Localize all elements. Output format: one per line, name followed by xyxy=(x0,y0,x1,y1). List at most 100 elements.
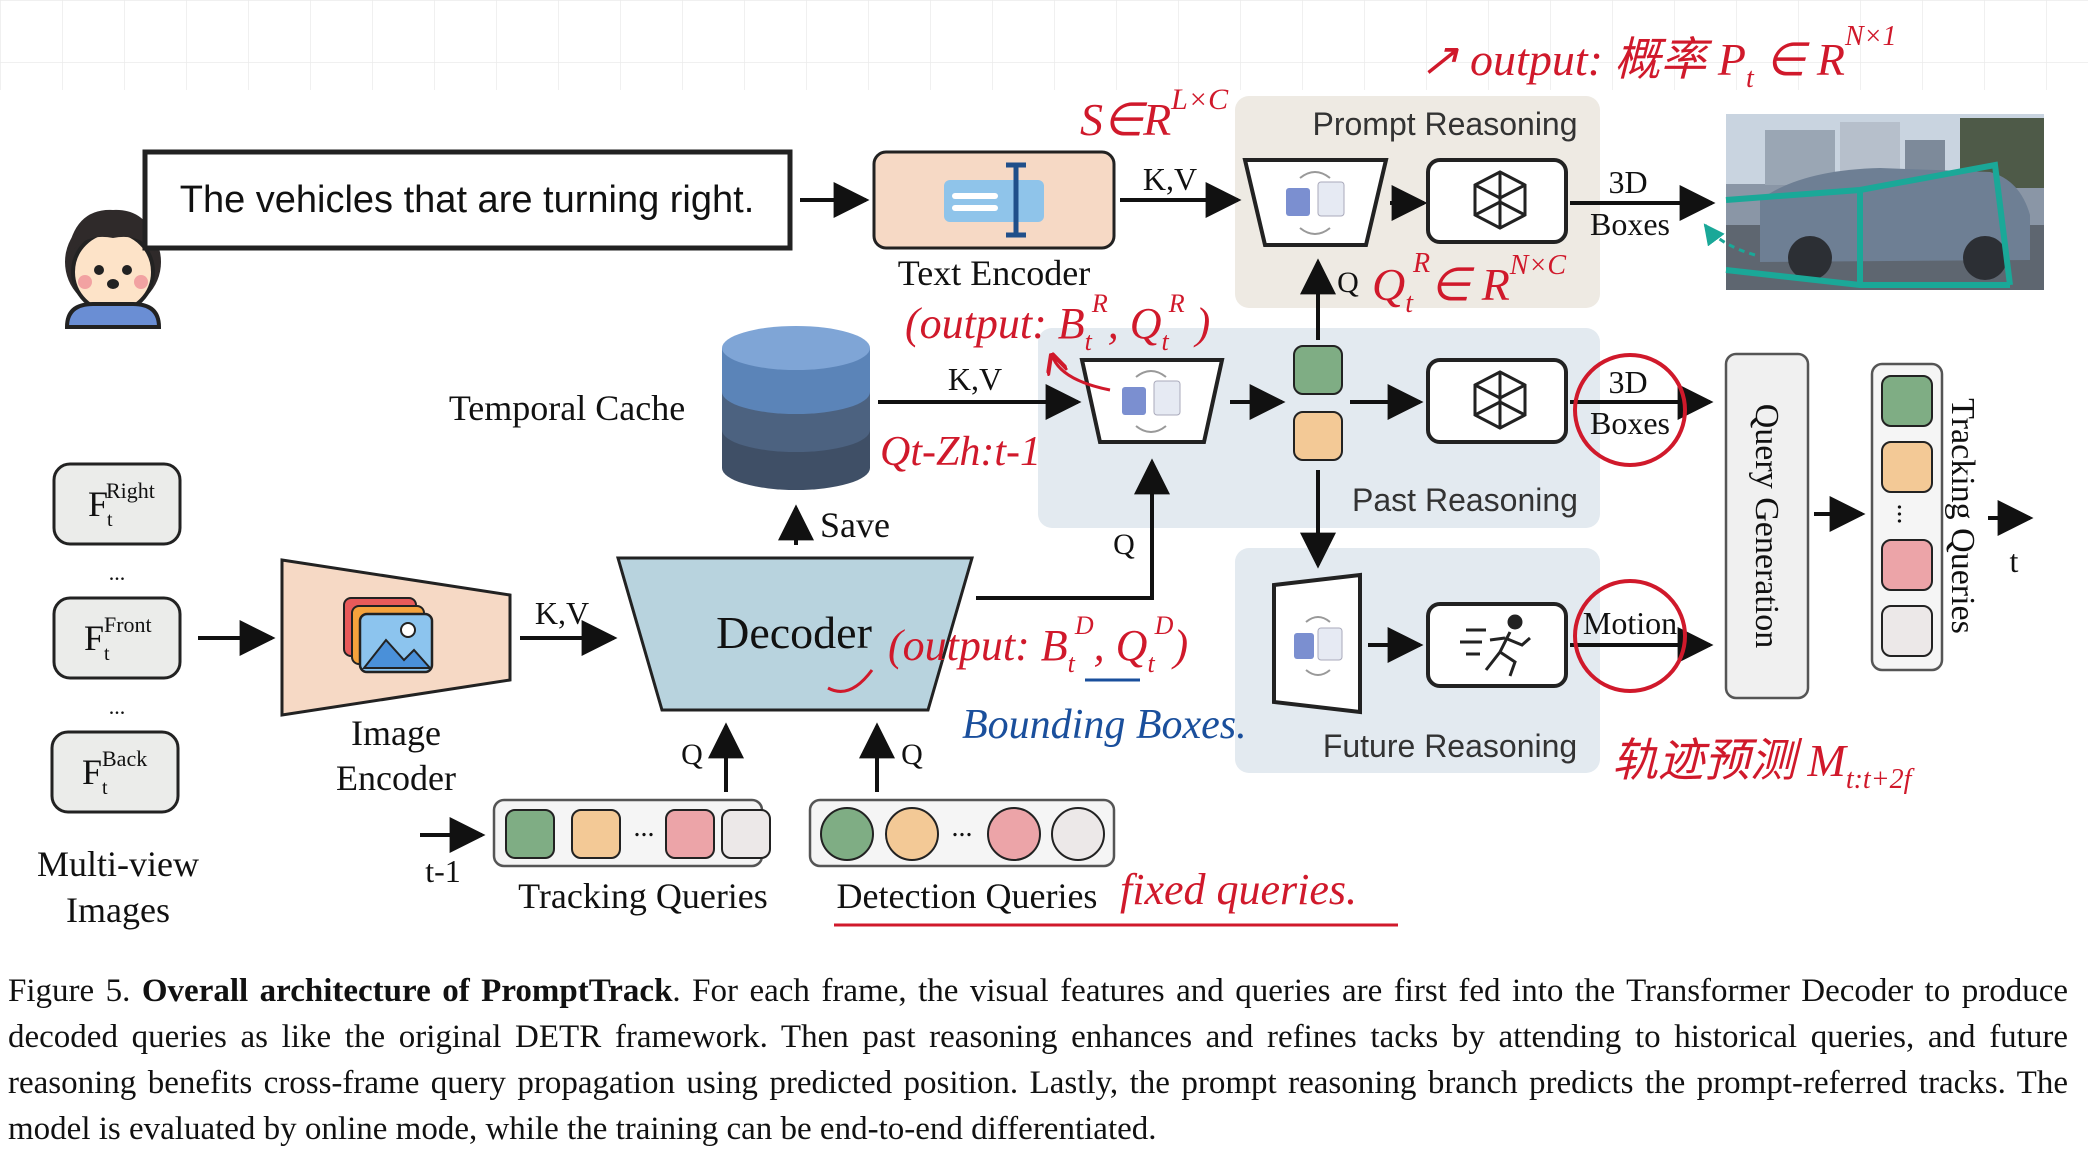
q-det-label: Q xyxy=(901,738,923,771)
bottom-track-orange xyxy=(571,809,621,859)
kv-cache-label: K,V xyxy=(948,361,1002,397)
prompt-attention-module-icon xyxy=(1242,158,1389,247)
bottom-track-green xyxy=(505,809,555,859)
annot-qt-range: Qt-Zh:t-1 xyxy=(880,429,1041,475)
save-label: Save xyxy=(820,505,890,545)
past-query-green xyxy=(1293,345,1343,395)
prompt-sentence: The vehicles that are turning right. xyxy=(180,179,755,221)
side-query-gray xyxy=(1881,605,1933,657)
svg-text:F: F xyxy=(84,618,104,658)
side-query-pink xyxy=(1881,539,1933,591)
prompt-reasoning-label: Prompt Reasoning xyxy=(1312,106,1577,142)
side-tracking-label: Tracking Queries xyxy=(1944,398,1981,634)
view-front: F Front t xyxy=(52,596,182,680)
red-circle-motion xyxy=(1573,579,1687,693)
svg-text:t: t xyxy=(104,643,110,665)
past-head-box xyxy=(1426,358,1568,444)
future-attention-module-icon xyxy=(1272,572,1362,715)
temporal-cache-label: Temporal Cache xyxy=(449,388,685,428)
person-avatar-icon xyxy=(64,209,162,329)
annot-s-dim: S∈RL×C xyxy=(1080,83,1229,145)
text-cursor-icon xyxy=(944,162,1044,238)
grid-background xyxy=(0,0,2088,90)
side-tracking-container xyxy=(1870,362,1944,672)
q-track-label: Q xyxy=(681,738,703,771)
kv-image-label: K,V xyxy=(535,595,589,631)
svg-text:F: F xyxy=(88,484,108,524)
cube-icon xyxy=(1473,170,1527,230)
side-query-orange xyxy=(1881,441,1933,493)
past-reasoning-label: Past Reasoning xyxy=(1352,482,1578,518)
query-generation-label: Query Generation xyxy=(1748,404,1785,649)
caption-prefix: Figure 5. xyxy=(8,973,142,1009)
arrow-decoder-to-past xyxy=(976,458,1170,600)
bottom-track-dots: ... xyxy=(634,812,655,843)
bottom-track-pink xyxy=(665,809,715,859)
svg-text:Right: Right xyxy=(106,478,155,503)
detection-queries-container xyxy=(808,798,1116,868)
view-right: F Right t xyxy=(52,462,182,546)
past-boxes-label: Boxes xyxy=(1590,405,1670,441)
multiview-label-2: Images xyxy=(66,890,170,930)
image-encoder-label-1: Image xyxy=(351,713,441,753)
decoder-shape xyxy=(616,556,974,712)
annot-bounding-boxes: Bounding Boxes. xyxy=(962,702,1247,748)
past-boxes-3d: 3D xyxy=(1608,364,1647,400)
query-generation-box xyxy=(1724,352,1810,700)
text-encoder-label: Text Encoder xyxy=(898,253,1090,293)
annot-dec-output: (output: BtD, QtD) xyxy=(888,611,1188,678)
annot-dec-hook xyxy=(827,669,874,693)
det-query-pink xyxy=(987,807,1041,861)
view-back: F Back t xyxy=(50,730,180,814)
multiview-label-1: Multi-view xyxy=(37,844,199,884)
red-circle-boxes xyxy=(1573,353,1687,467)
past-query-orange xyxy=(1293,411,1343,461)
annot-output-prob: ↗ output: 概率 Pt ∈ RN×1 xyxy=(1420,21,1897,94)
views-dots-1: ... xyxy=(109,560,126,585)
det-query-green xyxy=(820,807,874,861)
running-figure-icon xyxy=(1460,614,1531,677)
detection-queries-label: Detection Queries xyxy=(837,876,1098,916)
svg-text:t: t xyxy=(102,777,108,799)
side-query-green xyxy=(1881,375,1933,427)
caption-body: . For each frame, the visual features an… xyxy=(8,973,2068,1147)
svg-text:t: t xyxy=(107,509,113,531)
det-query-gray xyxy=(1051,807,1105,861)
prompt-sentence-box xyxy=(142,149,793,251)
svg-text:Front: Front xyxy=(104,612,152,637)
past-attention-module-icon xyxy=(1079,358,1225,444)
street-photo-thumbnail xyxy=(1725,114,2044,290)
views-dots-2: ... xyxy=(109,694,126,719)
future-head-box xyxy=(1426,602,1568,688)
motion-label: Motion xyxy=(1583,605,1677,641)
database-icon xyxy=(722,326,870,490)
side-query-dots: ... xyxy=(1891,504,1922,525)
annot-past-hook xyxy=(1052,355,1111,392)
svg-text:Back: Back xyxy=(102,746,147,771)
q-past-label: Q xyxy=(1113,528,1135,561)
det-query-orange xyxy=(885,807,939,861)
prompt-head-box xyxy=(1426,158,1568,244)
bottom-track-gray xyxy=(721,809,771,859)
prompt-boxes-label: Boxes xyxy=(1590,206,1670,242)
figure-caption: Figure 5. Overall architecture of Prompt… xyxy=(8,968,2068,1152)
image-encoder-label-2: Encoder xyxy=(336,758,456,798)
caption-bold-title: Overall architecture of PromptTrack xyxy=(141,973,673,1009)
annot-traj-pred: 轨迹预测 Mt:t+2f xyxy=(1612,735,1915,795)
teal-arrow xyxy=(1703,223,1756,257)
kv-text-label: K,V xyxy=(1143,161,1197,197)
annot-qtr: QtR∈ RN×C xyxy=(1372,248,1566,319)
image-gallery-icon xyxy=(343,597,434,674)
tracking-queries-label: Tracking Queries xyxy=(518,876,768,916)
prompt-boxes-3d: 3D xyxy=(1608,164,1647,200)
past-cube-icon xyxy=(1473,370,1527,430)
decoder-label: Decoder xyxy=(716,607,872,658)
det-query-dots: ... xyxy=(952,812,973,843)
svg-text:F: F xyxy=(82,752,102,792)
t-label: t xyxy=(2010,543,2019,579)
t-minus-1-label: t-1 xyxy=(425,853,461,889)
q-prompt-label: Q xyxy=(1337,266,1359,299)
annot-fixed-queries: fixed queries. xyxy=(1120,865,1357,914)
annot-past-output: (output: BtR, QtR ) xyxy=(905,289,1210,356)
future-reasoning-label: Future Reasoning xyxy=(1323,728,1577,764)
